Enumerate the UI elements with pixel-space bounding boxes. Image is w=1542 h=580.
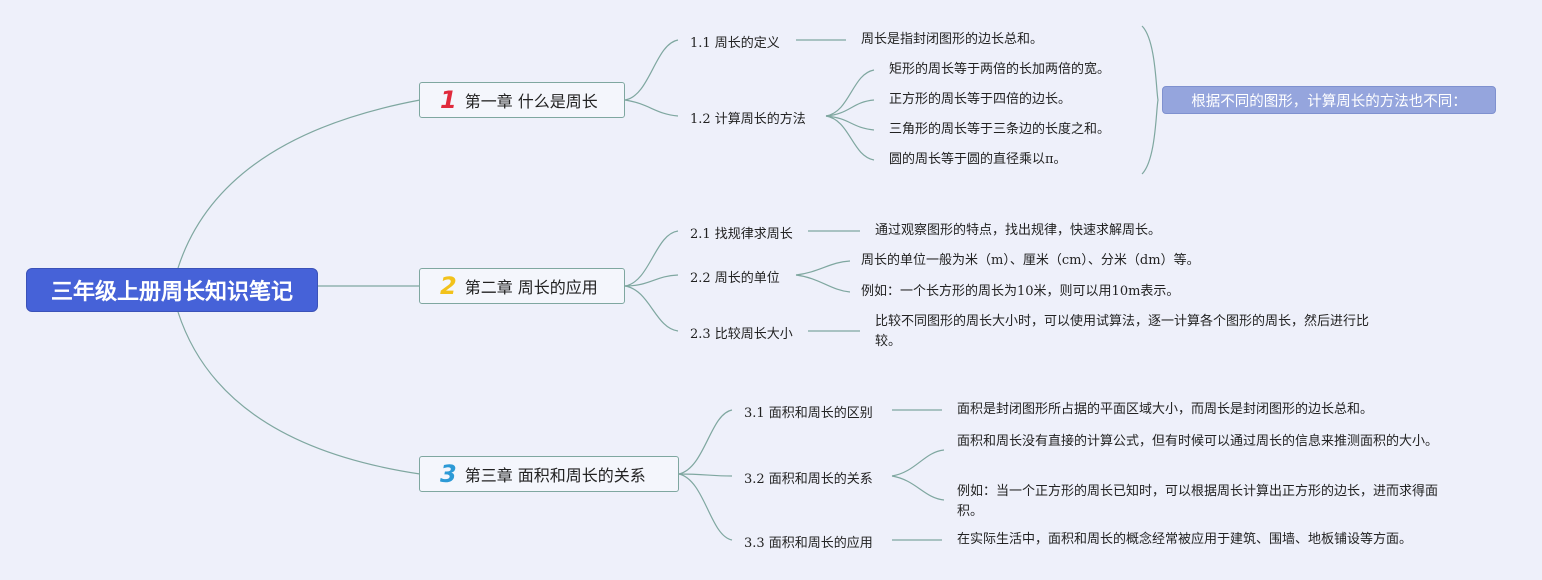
leaf-1-2-4[interactable]: 圆的周长等于圆的直径乘以π。 — [889, 152, 1067, 167]
connector-ch1-s2 — [624, 99, 679, 117]
leaf-3-3-1[interactable]: 在实际生活中，面积和周长的概念经常被应用于建筑、围墙、地板铺设等方面。 — [957, 532, 1413, 547]
leaf-3-1-1[interactable]: 面积是封闭图形所占据的平面区域大小，而周长是封闭图形的边长总和。 — [957, 402, 1374, 417]
chapter-2-title: 第二章 周长的应用 — [464, 278, 598, 297]
leaf-1-1-1[interactable]: 周长是指封闭图形的边长总和。 — [861, 32, 1044, 47]
connector-ch2-s2 — [624, 274, 679, 287]
section-1-2[interactable]: 1.2 计算周长的方法 — [690, 112, 806, 127]
connector-ch3-s1 — [678, 409, 733, 475]
connector-root-ch3 — [177, 311, 421, 475]
chapter-3-node[interactable]: 3 第三章 面积和周长的关系 — [419, 456, 679, 492]
summary-brace — [1141, 25, 1159, 175]
connector-ch1-s1 — [624, 39, 679, 101]
chapter-3-number: 3 — [440, 460, 457, 488]
section-3-1[interactable]: 3.1 面积和周长的区别 — [744, 406, 873, 421]
chapter-3-title: 第三章 面积和周长的关系 — [464, 466, 646, 485]
leaf-2-1-1[interactable]: 通过观察图形的特点，找出规律，快速求解周长。 — [875, 223, 1162, 238]
leaf-2-3-1[interactable]: 比较不同图形的周长大小时，可以使用试算法，逐一计算各个图形的周长，然后进行比较。 — [875, 314, 1370, 349]
connector-ch3-s2 — [678, 473, 733, 477]
connector-ch3-s3 — [678, 473, 733, 541]
leaf-1-2-3[interactable]: 三角形的周长等于三条边的长度之和。 — [889, 122, 1111, 137]
chapter-1-number: 1 — [440, 86, 457, 114]
chapter-1-title: 第一章 什么是周长 — [464, 92, 598, 111]
connector-root-ch1 — [177, 99, 421, 269]
chapter-1-node[interactable]: 1 第一章 什么是周长 — [419, 82, 625, 118]
section-3-3[interactable]: 3.3 面积和周长的应用 — [744, 536, 873, 551]
section-1-1[interactable]: 1.1 周长的定义 — [690, 36, 780, 51]
section-2-3[interactable]: 2.3 比较周长大小 — [690, 327, 793, 342]
leaf-1-2-2[interactable]: 正方形的周长等于四倍的边长。 — [889, 92, 1072, 107]
leaf-2-2-1[interactable]: 周长的单位一般为米（m）、厘米（cm）、分米（dm）等。 — [861, 253, 1200, 268]
section-2-2[interactable]: 2.2 周长的单位 — [690, 271, 780, 286]
section-3-2[interactable]: 3.2 面积和周长的关系 — [744, 472, 873, 487]
connector-ch2-s1 — [624, 230, 679, 287]
root-topic[interactable]: 三年级上册周长知识笔记 — [26, 268, 318, 312]
summary-callout[interactable]: 根据不同的图形，计算周长的方法也不同： — [1162, 86, 1496, 114]
leaf-3-2-2[interactable]: 例如：当一个正方形的周长已知时，可以根据周长计算出正方形的边长，进而求得面积。 — [957, 484, 1439, 519]
leaf-1-2-1[interactable]: 矩形的周长等于两倍的长加两倍的宽。 — [889, 62, 1111, 77]
leaf-3-2-1[interactable]: 面积和周长没有直接的计算公式，但有时候可以通过周长的信息来推测面积的大小。 — [957, 434, 1439, 449]
section-2-1[interactable]: 2.1 找规律求周长 — [690, 227, 793, 242]
chapter-2-node[interactable]: 2 第二章 周长的应用 — [419, 268, 625, 304]
leaf-2-2-2[interactable]: 例如：一个长方形的周长为10米，则可以用10m表示。 — [861, 284, 1180, 299]
chapter-2-number: 2 — [440, 272, 457, 300]
connector-ch2-s3 — [624, 285, 679, 332]
